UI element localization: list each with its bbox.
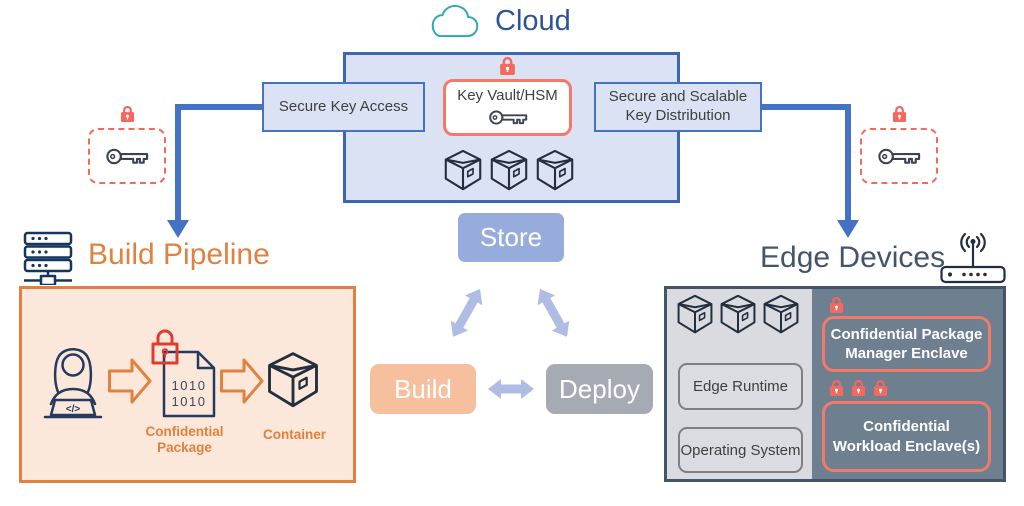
lock-icon bbox=[499, 55, 516, 76]
build-pipeline-title: Build Pipeline bbox=[88, 238, 270, 271]
cloud-label: Cloud bbox=[495, 4, 571, 37]
arrow-cloud-to-build-pipeline bbox=[167, 104, 262, 238]
key-icon bbox=[105, 145, 149, 168]
developer-icon: </> bbox=[43, 348, 103, 419]
build-label: Build bbox=[394, 373, 452, 404]
server-icon bbox=[23, 231, 73, 285]
cloud-header: Cloud bbox=[425, 2, 571, 40]
secure-key-access-box: Secure Key Access bbox=[262, 82, 425, 132]
package-manager-enclave-box: Confidential Package Manager Enclave bbox=[822, 316, 991, 372]
lock-icon bbox=[851, 378, 866, 397]
key-distribution-label: Secure and Scalable Key Distribution bbox=[608, 88, 748, 124]
deploy-node: Deploy bbox=[546, 364, 653, 414]
lock-icon bbox=[120, 104, 135, 123]
key-icon bbox=[488, 107, 528, 128]
package-manager-enclave-label: Confidential Package Manager Enclave bbox=[830, 325, 983, 363]
workload-enclave-label: Confidential Workload Enclave(s) bbox=[832, 418, 981, 455]
red-lock-outline-icon bbox=[151, 329, 179, 365]
enclave-locks bbox=[829, 378, 888, 397]
secure-key-access-label: Secure Key Access bbox=[278, 97, 409, 115]
operating-system-box: Operating System bbox=[678, 427, 803, 473]
edge-key-dashed-box bbox=[860, 128, 938, 184]
arrow-build-deploy bbox=[488, 379, 534, 399]
edge-runtime-label: Edge Runtime bbox=[692, 378, 789, 395]
package-icon bbox=[676, 294, 714, 336]
router-icon bbox=[940, 232, 1006, 284]
pipeline-arrow-icon bbox=[220, 357, 264, 405]
container-label: Container bbox=[262, 427, 326, 442]
lock-icon bbox=[892, 104, 907, 123]
operating-system-label: Operating System bbox=[680, 441, 801, 459]
key-vault-hsm-label: Key Vault/HSM bbox=[457, 87, 558, 104]
edge-runtime-box: Edge Runtime bbox=[678, 363, 803, 410]
cloud-icon bbox=[431, 4, 479, 38]
package-icon bbox=[535, 149, 575, 193]
binary-text: 1010 bbox=[172, 394, 207, 409]
package-icon bbox=[719, 294, 757, 336]
deploy-label: Deploy bbox=[559, 373, 640, 404]
edge-devices-title: Edge Devices bbox=[760, 241, 946, 274]
build-node: Build bbox=[370, 364, 476, 414]
arrow-cloud-to-edge-devices bbox=[762, 104, 859, 238]
key-icon bbox=[877, 145, 921, 168]
key-distribution-box: Secure and Scalable Key Distribution bbox=[594, 82, 762, 132]
edge-enclave-panel bbox=[812, 289, 1003, 479]
workload-enclave-box: Confidential Workload Enclave(s) bbox=[822, 401, 991, 472]
lock-icon bbox=[829, 378, 844, 397]
store-node: Store bbox=[458, 213, 564, 262]
lock-icon bbox=[873, 378, 888, 397]
pipeline-arrow-icon bbox=[108, 357, 152, 405]
store-label: Store bbox=[479, 222, 543, 252]
package-icon bbox=[762, 294, 800, 336]
container-icon bbox=[266, 351, 320, 411]
key-vault-hsm-box: Key Vault/HSM bbox=[443, 79, 572, 136]
package-icon bbox=[443, 149, 483, 193]
binary-text: 1010 bbox=[172, 378, 207, 393]
code-symbol: </> bbox=[66, 404, 81, 415]
arrow-store-deploy bbox=[537, 289, 570, 337]
confidential-package-label: Confidential Package bbox=[145, 424, 224, 456]
package-icon bbox=[489, 149, 529, 193]
lock-icon bbox=[829, 295, 844, 314]
build-key-dashed-box bbox=[88, 128, 166, 184]
arrow-store-build bbox=[450, 289, 483, 337]
confidential-package-icon: 1010 1010 bbox=[162, 350, 216, 418]
